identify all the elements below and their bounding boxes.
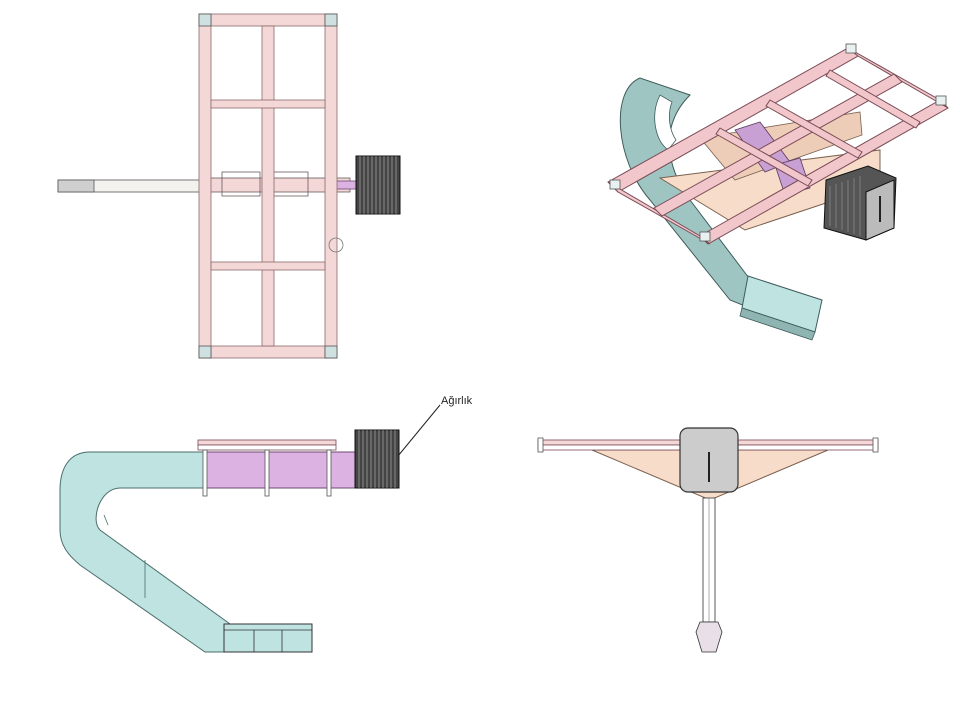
- side-frame-rail: [197, 439, 337, 497]
- side-view: Ağırlık: [59, 395, 473, 653]
- side-counterweight: [354, 429, 400, 489]
- front-vertical-boom: [695, 497, 723, 653]
- side-boom-tip: [223, 623, 313, 653]
- iso-boom-tip: [739, 275, 823, 341]
- top-view-center-rail: [199, 171, 359, 197]
- top-view-counterweight: [355, 155, 401, 215]
- iso-counterweight: [823, 165, 897, 241]
- annotation-label: Ağırlık: [441, 395, 473, 407]
- isometric-view: [607, 43, 949, 341]
- iso-frame: [607, 47, 949, 245]
- iso-corner-caps: [609, 43, 947, 242]
- front-view: [537, 427, 879, 653]
- annotation-leader-line: [397, 404, 441, 457]
- side-purple-body: [204, 451, 358, 489]
- front-gray-block: [679, 427, 739, 493]
- top-view: [57, 13, 401, 359]
- top-view-frame: [198, 13, 344, 359]
- side-curved-boom: [59, 451, 231, 653]
- top-view-boom-arm: [57, 179, 201, 193]
